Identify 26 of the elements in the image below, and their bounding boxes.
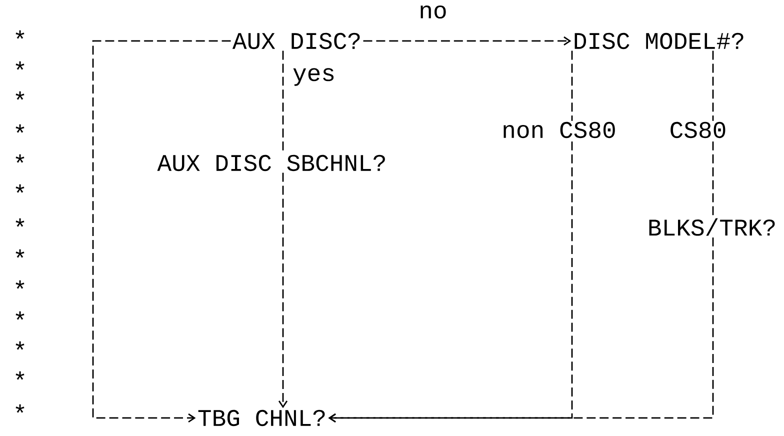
comment-mark: *	[16, 124, 24, 133]
step-text: AUX DISC SBCHNL?	[157, 154, 385, 172]
arrow	[363, 36, 572, 46]
comment-mark: *	[16, 61, 24, 70]
arrow	[92, 40, 231, 423]
arrow	[278, 172, 288, 408]
edge-label: CS80	[668, 120, 728, 140]
comment-mark: *	[16, 218, 24, 227]
step-text: DISC MODEL#?	[574, 32, 744, 50]
comment-mark: *	[16, 91, 24, 100]
comment-mark: *	[16, 30, 24, 39]
comment-mark: *	[16, 404, 24, 413]
comment-mark: *	[16, 154, 24, 163]
edge-label: no	[418, 4, 448, 20]
comment-mark: *	[16, 249, 24, 258]
edge-label: yes	[291, 67, 337, 87]
comment-mark: *	[16, 311, 24, 320]
step-text: BLKS/TRK?	[649, 218, 775, 236]
comment-mark: *	[16, 371, 24, 380]
comment-mark: *	[16, 341, 24, 350]
arrow	[328, 237, 714, 423]
edge-label: non CS80	[500, 120, 618, 140]
comment-mark: *	[16, 184, 24, 193]
step-text: TBG CHNL?	[198, 410, 325, 426]
comment-mark: *	[16, 280, 24, 289]
step-text: AUX DISC?	[232, 32, 360, 50]
